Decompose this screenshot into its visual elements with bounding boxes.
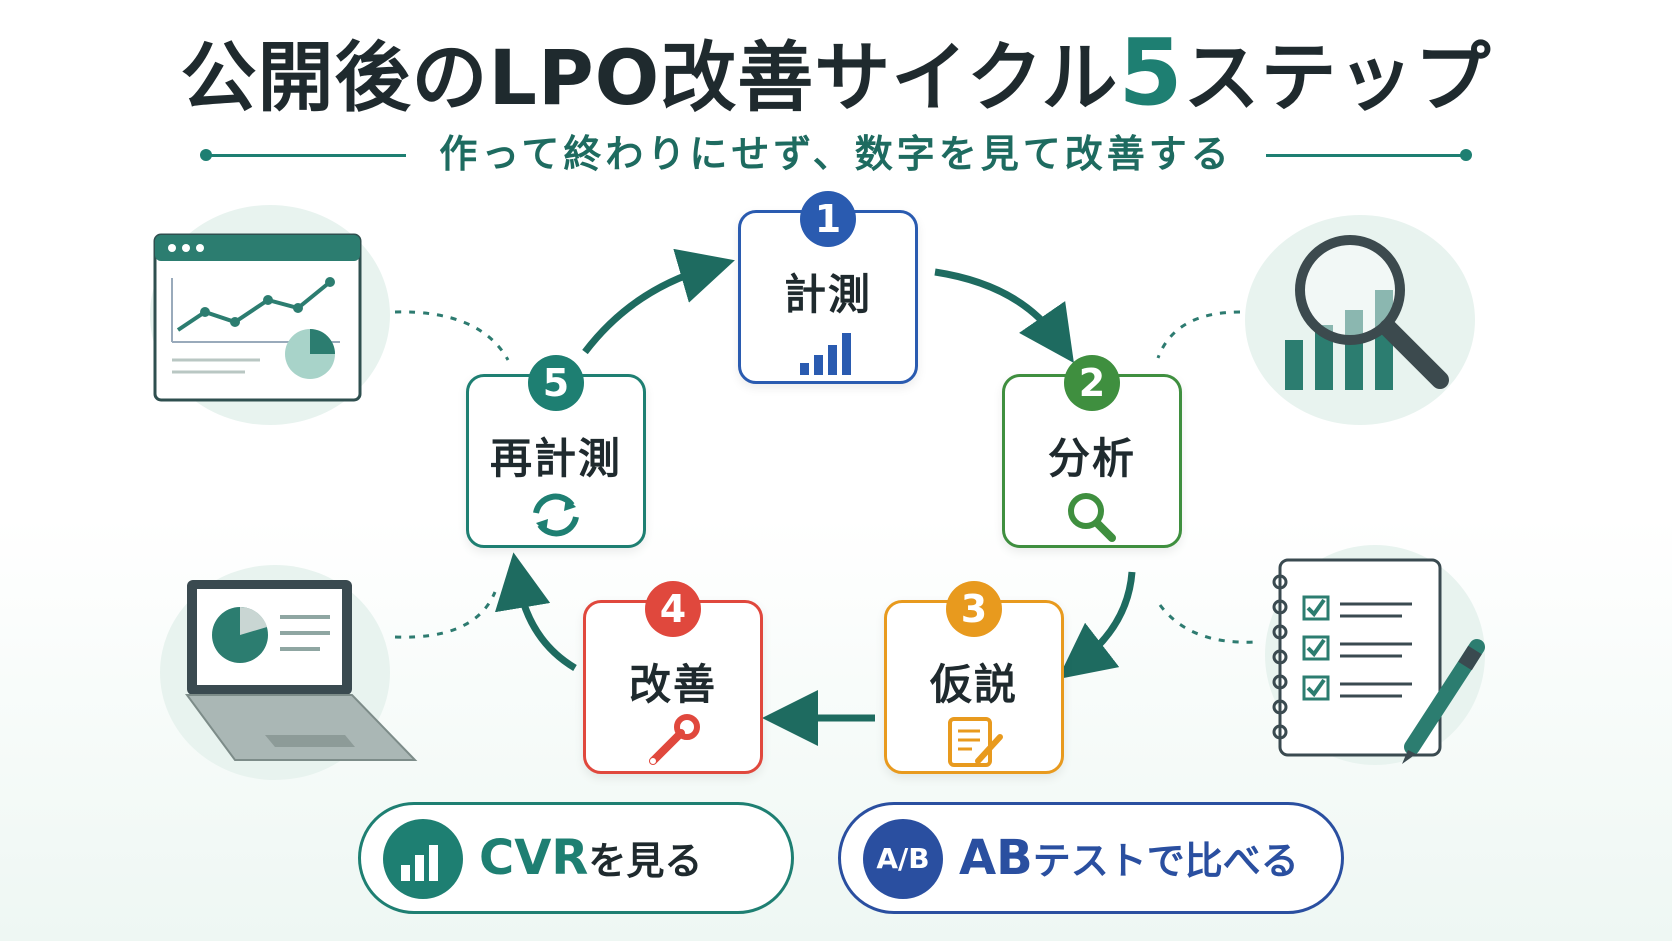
step-1-label: 計測 [783,270,872,319]
step-4-card: 4 改善 [583,581,763,774]
cvr-pill: CVRを見る [358,802,794,914]
bar-chart-icon [401,845,438,881]
refresh-icon [533,493,579,537]
bar-chart-icon [800,333,851,375]
step-5-badge: 5 [528,355,584,411]
subtitle-right-dot [1460,149,1472,161]
page-title: 公開後のLPO改善サイクル5ステップ [0,18,1672,133]
subtitle-row: 作って終わりにせず、数字を見て改善する [0,126,1672,186]
step-3-card: 3 仮説 [884,581,1064,774]
step-1-card: 1 計測 [738,191,918,384]
ab-test-pill: A/B ABテストで比べる [838,802,1344,914]
step-1-badge: 1 [800,191,856,247]
pill-cvr-icon-circle [383,819,463,899]
wrench-icon [649,714,700,765]
title-accent-number: 5 [1118,19,1184,126]
step-2-badge: 2 [1064,355,1120,411]
checklist-notebook-icon [1272,558,1485,764]
connector-bottom-left [394,591,497,639]
subtitle: 作って終わりにせず、数字を見て改善する [439,132,1233,176]
arrow-2-to-3 [1057,571,1136,680]
connector-top-right [1156,310,1241,359]
step-3-badge: 3 [946,581,1002,637]
step-2-label: 分析 [1047,434,1136,483]
ab-test-pill-label: ABテストで比べる [959,805,1299,914]
title-main: 公開後のLPO改善サイクル [180,33,1119,122]
connector-top-left [394,310,510,361]
subtitle-right-line [1266,154,1466,157]
step-4-badge: 4 [645,581,701,637]
notepad-pencil-icon [948,717,1003,767]
browser-dashboard-icon [153,233,362,402]
laptop-chart-icon [185,580,418,761]
step-4-label: 改善 [628,660,717,709]
step-2-card: 2 分析 [1002,355,1182,548]
arrow-5-to-1 [582,248,735,355]
step-3-label: 仮説 [929,660,1018,709]
ab-test-icon: A/B [863,819,943,899]
cvr-pill-tail: を見る [588,839,703,883]
magnifier-bar-chart-icon [1285,235,1449,390]
cvr-pill-label: CVRを見る [479,805,702,914]
title-tail: ステップ [1183,33,1492,122]
ab-test-pill-tail: テストで比べる [1032,839,1299,883]
ab-test-pill-main: AB [959,830,1033,886]
step-5-label: 再計測 [489,434,622,483]
step-5-card: 5 再計測 [466,355,646,548]
cvr-pill-main: CVR [479,830,589,886]
arrow-1-to-2 [934,268,1074,364]
arrow-4-to-5 [494,552,577,672]
connector-bottom-right [1158,604,1256,644]
magnifier-icon [1068,493,1116,542]
subtitle-left-line [206,154,406,157]
